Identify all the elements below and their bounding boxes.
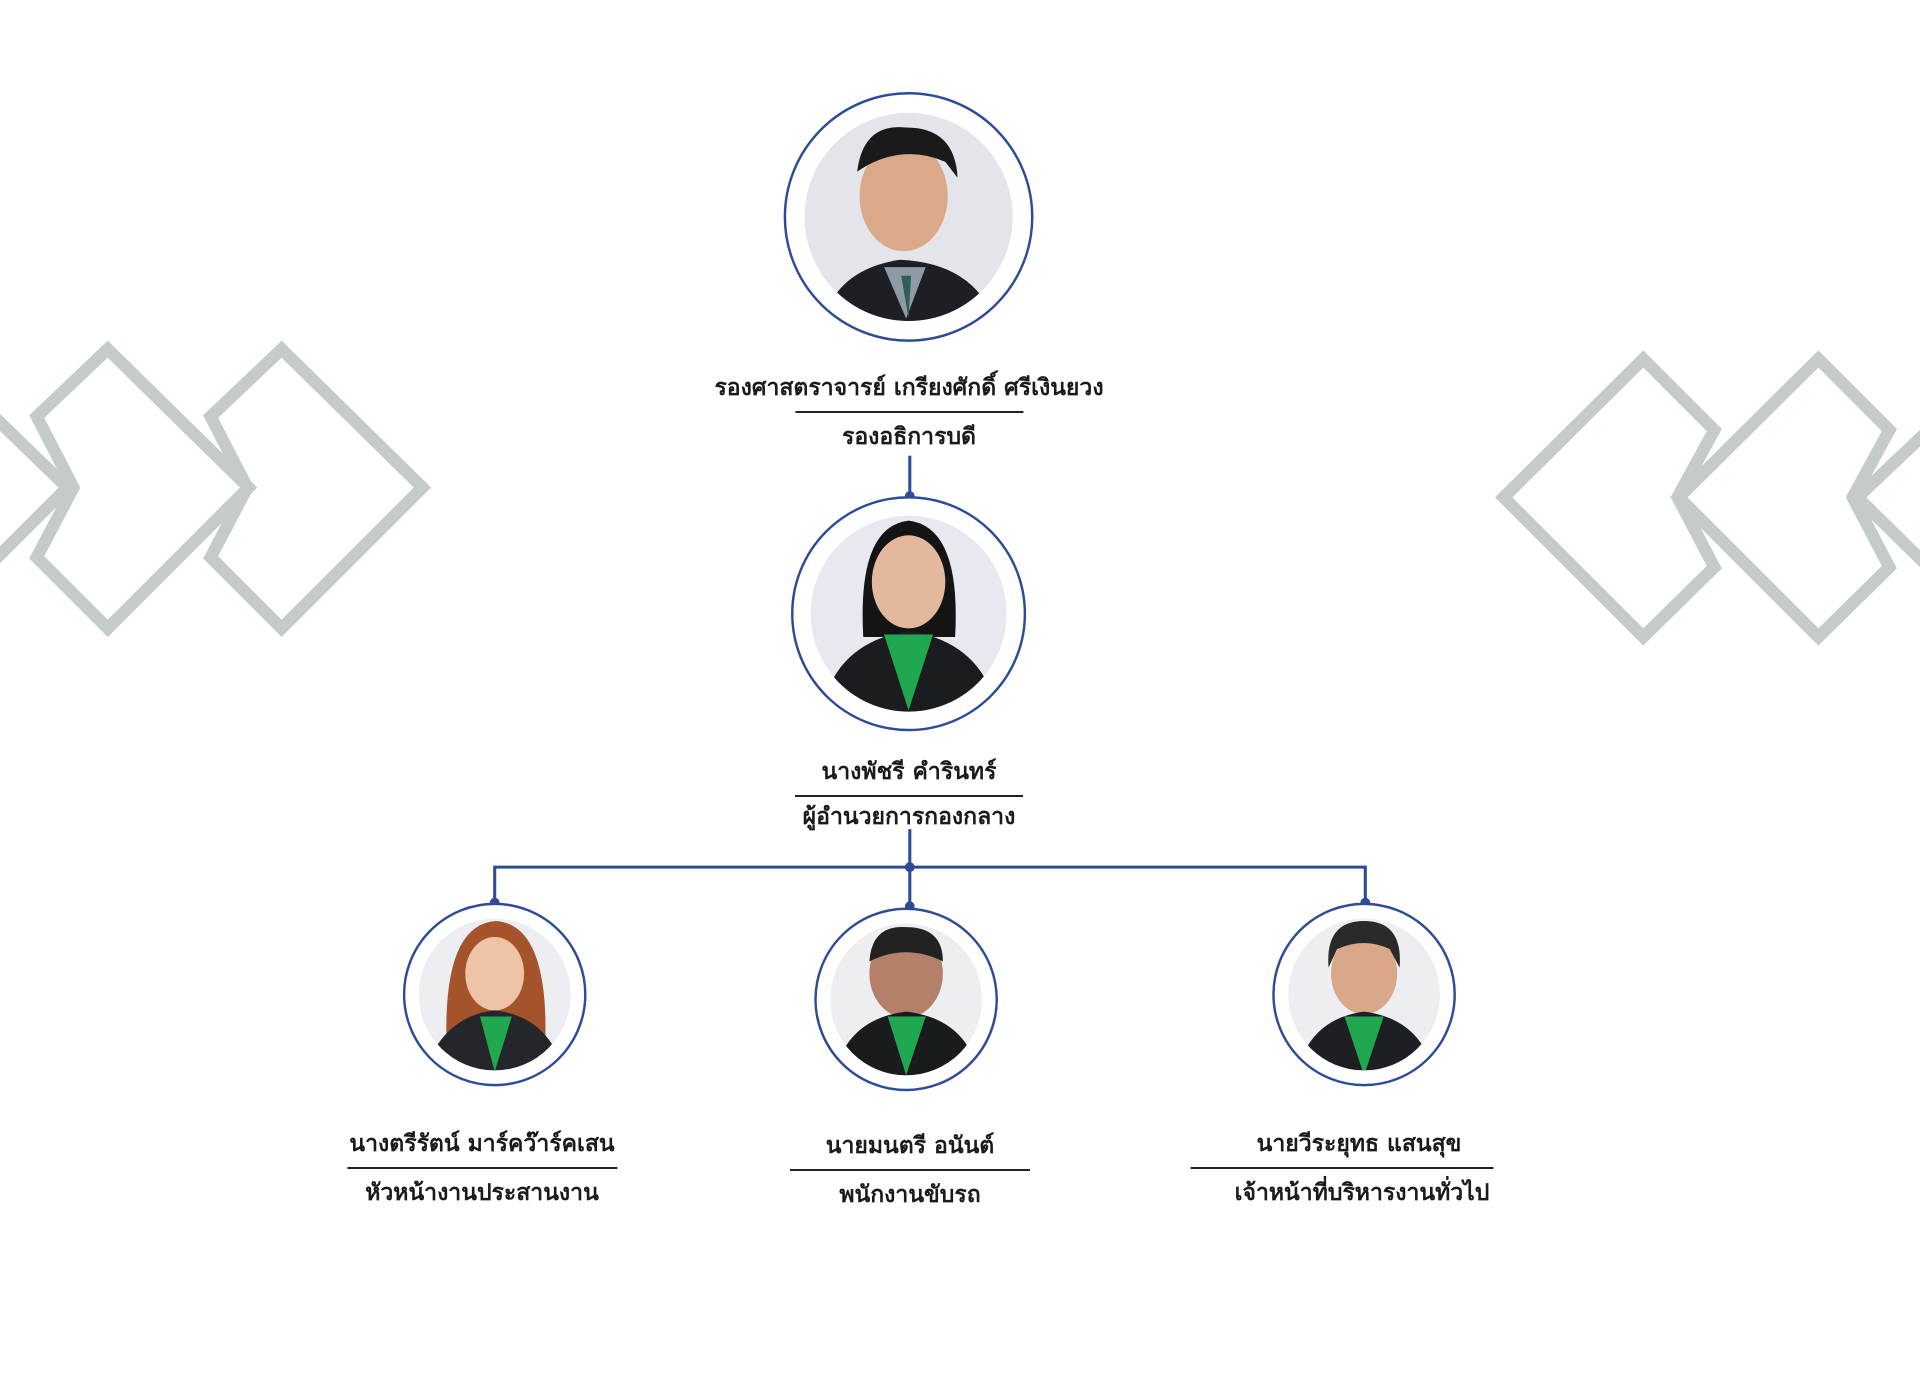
node-director: นางพัชรี คำรินทร์ ผู้อำนวยการกองกลาง	[795, 754, 1023, 835]
divider	[795, 411, 1023, 413]
node-staff-1: นางตรีรัตน์ มาร์คว๊าร์คเสน หัวหน้างานประ…	[343, 1126, 620, 1211]
divider	[347, 1167, 617, 1169]
person-role: ผู้อำนวยการกองกลาง	[802, 804, 1016, 830]
person-role: รองอธิการบดี	[842, 424, 976, 450]
photo-staff-2	[814, 907, 998, 1092]
person-name: รองศาสตราจารย์ เกรียงศักดิ์ ศรีเงินยวง	[714, 375, 1104, 401]
person-name: นางพัชรี คำรินทร์	[821, 759, 997, 785]
photo-staff-3	[1272, 902, 1456, 1087]
chevron-decoration-left	[0, 340, 432, 638]
divider	[795, 795, 1023, 797]
photo-staff-1	[402, 902, 587, 1087]
node-top-executive: รองศาสตราจารย์ เกรียงศักดิ์ ศรีเงินยวง ร…	[708, 370, 1109, 455]
photo-top-executive	[783, 92, 1034, 342]
node-staff-2: นายมนตรี อนันต์ พนักงานขับรถ	[790, 1128, 1030, 1213]
divider	[1190, 1167, 1494, 1169]
node-staff-3: นายวีระยุทธ แสนสุข เจ้าหน้าที่บริหารงานท…	[1190, 1126, 1494, 1211]
person-name: นายมนตรี อนันต์	[825, 1133, 995, 1159]
person-role: หัวหน้างานประสานงาน	[365, 1180, 599, 1206]
photo-director	[791, 496, 1027, 732]
person-role: พนักงานขับรถ	[839, 1182, 981, 1208]
divider	[790, 1169, 1030, 1171]
chevron-decoration-right	[1494, 350, 1920, 646]
person-name: นางตรีรัตน์ มาร์คว๊าร์คเสน	[349, 1131, 615, 1157]
person-name: นายวีระยุทธ แสนสุข	[1256, 1131, 1462, 1157]
person-role: เจ้าหน้าที่บริหารงานทั่วไป	[1234, 1180, 1490, 1206]
